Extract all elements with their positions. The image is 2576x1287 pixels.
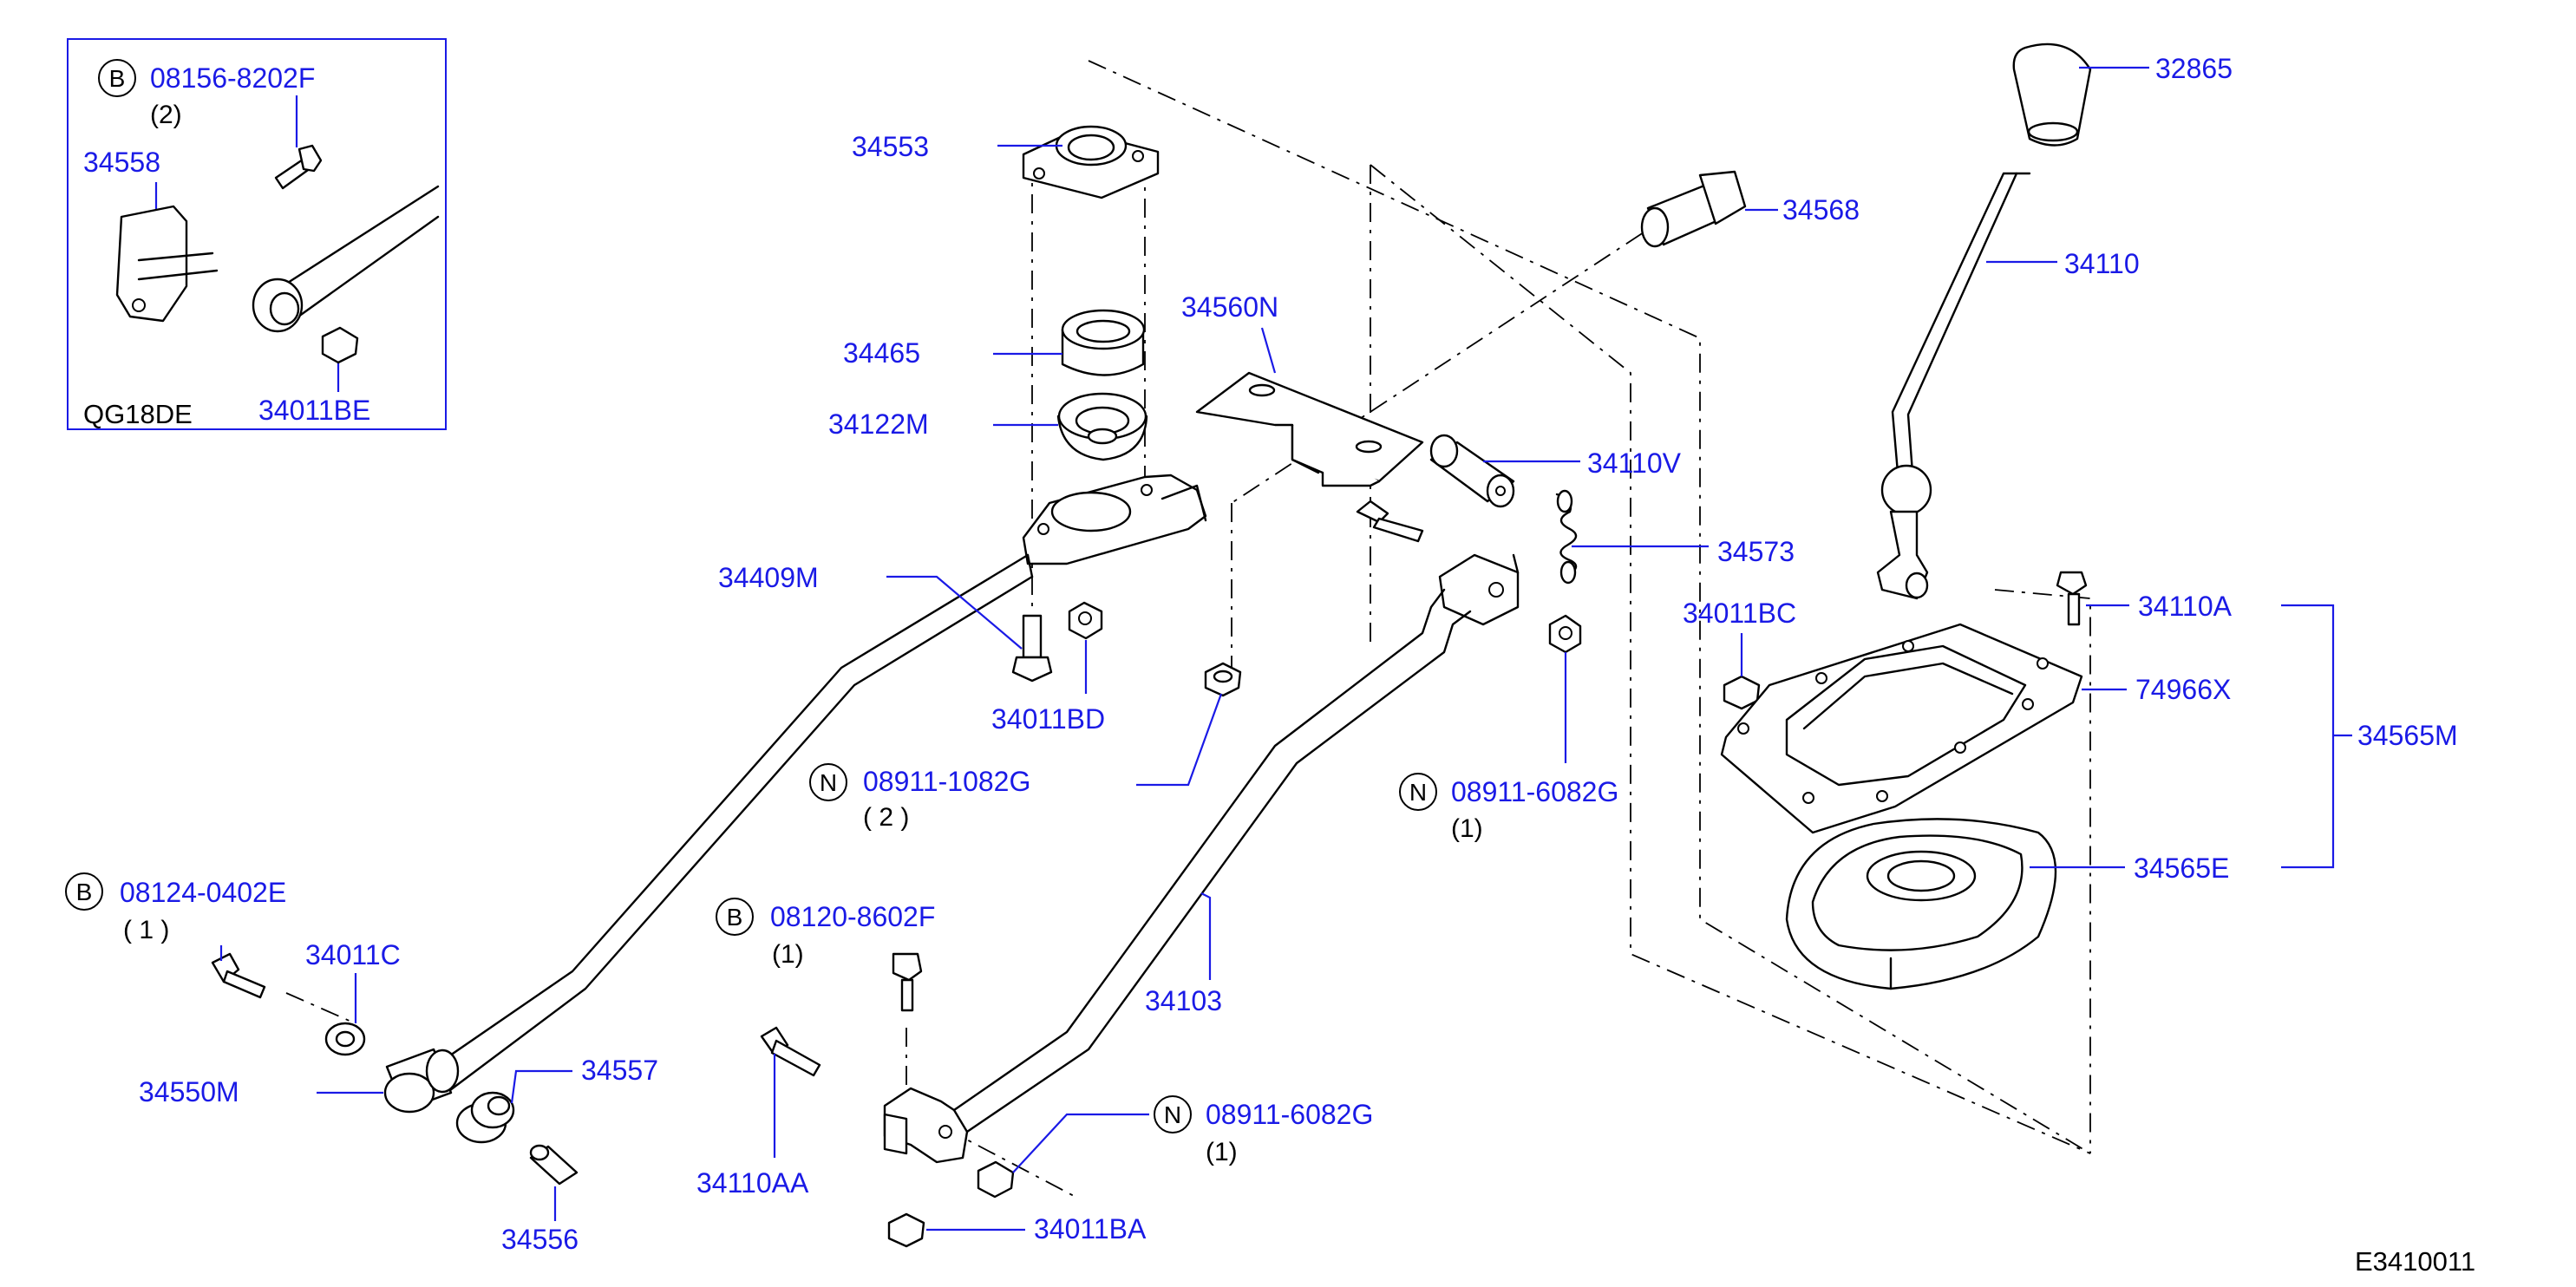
b1-prefix-circle <box>65 872 103 911</box>
clevis-34103-drawing <box>1438 553 1520 626</box>
label-34011BC[interactable]: 34011BC <box>1683 598 1796 629</box>
bushing-34568-drawing <box>1640 170 1747 248</box>
label-34553[interactable]: 34553 <box>852 131 929 162</box>
label-34110A[interactable]: 34110A <box>2138 591 2233 622</box>
spring-34573-drawing <box>1555 489 1578 585</box>
n3-qty: (1) <box>1206 1138 1238 1166</box>
bracket-34560N-drawing <box>1195 371 1424 487</box>
inset-bracket-drawing <box>115 205 219 323</box>
inset-engine-label: QG18DE <box>83 399 193 429</box>
label-34409M[interactable]: 34409M <box>718 562 819 593</box>
mount-34553-drawing <box>1022 125 1160 199</box>
n3-prefix-circle <box>1154 1095 1192 1133</box>
bolt-34409M-drawing <box>1011 614 1053 683</box>
inset-bolt-prefix-circle <box>98 59 136 97</box>
label-34573[interactable]: 34573 <box>1717 536 1795 567</box>
inset-bracket-label[interactable]: 34558 <box>83 147 160 178</box>
n1-qty: ( 2 ) <box>863 803 909 832</box>
knob-32865-drawing <box>2012 42 2092 147</box>
label-34560N[interactable]: 34560N <box>1181 291 1278 323</box>
rod-34103-drawing <box>952 588 1472 1133</box>
nut-08911-6082G-top-drawing <box>1548 614 1582 654</box>
washer-34011C-drawing <box>324 1022 366 1056</box>
label-34556[interactable]: 34556 <box>501 1224 579 1255</box>
label-34550M[interactable]: 34550M <box>139 1076 239 1107</box>
bolt-34110A-drawing <box>2056 571 2088 626</box>
label-34110V[interactable]: 34110V <box>1587 448 1682 479</box>
n2-qty: (1) <box>1451 814 1483 843</box>
collar-34556-drawing <box>529 1144 579 1186</box>
labels: 34553 34465 34122M 34409M 34011BD 34560N… <box>65 53 2475 1277</box>
bolt-08120-drawing <box>892 952 923 1012</box>
inset-bolt-qty: (2) <box>150 101 182 129</box>
label-08124-0402E[interactable]: 08124-0402E <box>120 877 286 908</box>
b1-prefix: B <box>76 879 93 905</box>
n1-prefix: N <box>820 769 837 796</box>
label-34557[interactable]: 34557 <box>581 1055 658 1086</box>
inset-bolt-label[interactable]: 08156-8202F <box>150 62 315 94</box>
bolt-08124-drawing <box>211 952 266 999</box>
label-08911-6082G-top[interactable]: 08911-6082G <box>1451 776 1618 807</box>
pin-34110V-drawing <box>1429 434 1515 508</box>
label-34122M[interactable]: 34122M <box>828 408 929 440</box>
label-32865[interactable]: 32865 <box>2155 53 2233 84</box>
inset-nut-drawing <box>321 326 359 364</box>
n1-prefix-circle <box>809 763 847 801</box>
nut-34011BA-drawing <box>887 1212 925 1248</box>
rod-left-drawing <box>432 553 1034 1094</box>
inset-rod-drawing <box>252 185 440 333</box>
seat-34465-drawing <box>1061 309 1146 376</box>
label-34565M[interactable]: 34565M <box>2357 720 2458 751</box>
label-34110AA[interactable]: 34110AA <box>696 1167 809 1199</box>
lever-34110-drawing <box>1876 172 2031 600</box>
label-34011BA[interactable]: 34011BA <box>1034 1213 1147 1245</box>
n2-prefix: N <box>1409 779 1427 806</box>
nut-34011BD-drawing <box>1068 601 1103 640</box>
label-34011BD[interactable]: 34011BD <box>991 703 1105 735</box>
bushing-34550M-drawing <box>383 1048 460 1114</box>
socket-34122M-drawing <box>1056 392 1148 461</box>
label-08911-1082G[interactable]: 08911-1082G <box>863 766 1030 797</box>
bolt-34110AA-drawing <box>760 1026 821 1077</box>
phantom-lines <box>285 60 2091 1198</box>
grommet-34557-drawing <box>455 1091 515 1144</box>
label-34465[interactable]: 34465 <box>843 337 920 369</box>
label-08120-8602F[interactable]: 08120-8602F <box>770 901 935 932</box>
n2-prefix-circle <box>1399 773 1437 811</box>
inset-bolt-drawing <box>274 144 323 190</box>
label-34103[interactable]: 34103 <box>1145 985 1222 1016</box>
rod-end-bracket-drawing <box>883 1087 969 1164</box>
b2-prefix-circle <box>716 898 754 936</box>
nut-08911-1082G-drawing <box>1204 662 1242 697</box>
label-34011C[interactable]: 34011C <box>305 939 401 970</box>
plate-74966X-drawing <box>1720 623 2083 834</box>
b1-qty: ( 1 ) <box>123 916 169 944</box>
bracket-34409M-drawing <box>1022 474 1207 565</box>
nut-08911-6082G-bottom-drawing <box>977 1160 1015 1199</box>
inset-bolt-prefix: B <box>109 65 126 92</box>
b2-prefix: B <box>727 904 743 931</box>
diagram-code: E3410011 <box>2355 1246 2475 1277</box>
label-74966X[interactable]: 74966X <box>2135 674 2231 705</box>
b2-qty: (1) <box>772 940 804 969</box>
n3-prefix: N <box>1164 1101 1181 1128</box>
label-34565E[interactable]: 34565E <box>2134 853 2229 884</box>
inset-box: B 08156-8202F (2) 34558 34011BE QG18DE <box>67 38 447 430</box>
label-34568[interactable]: 34568 <box>1782 194 1860 225</box>
bolt-34560N-drawing <box>1356 500 1424 543</box>
label-08911-6082G-bottom[interactable]: 08911-6082G <box>1206 1099 1373 1130</box>
inset-nut-label[interactable]: 34011BE <box>258 395 370 426</box>
boot-34565E-drawing <box>1785 818 2057 990</box>
label-34110[interactable]: 34110 <box>2064 248 2140 279</box>
